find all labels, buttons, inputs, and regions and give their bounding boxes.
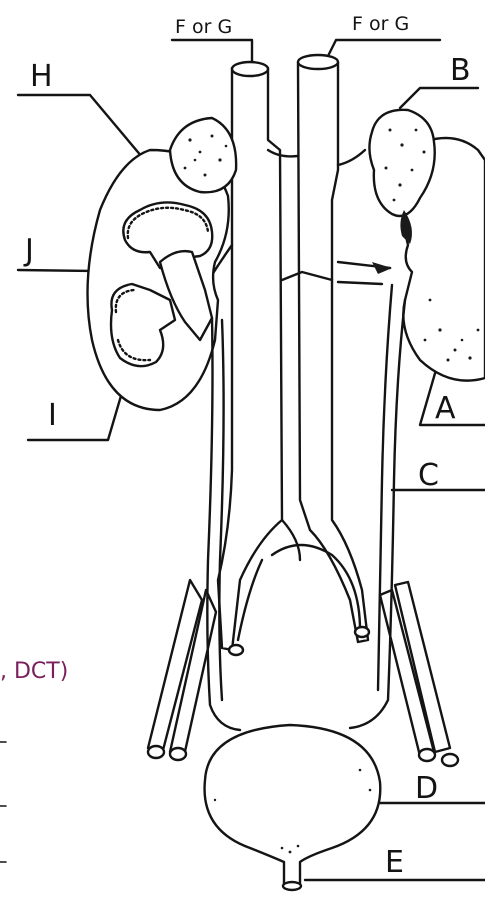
left-iliac-end-2 (170, 748, 186, 760)
right-renal-vein (338, 282, 382, 284)
margin-note: , DCT) (0, 659, 68, 684)
margin-marks (0, 742, 6, 862)
label-e: E (385, 845, 404, 880)
left-kidney (88, 118, 237, 410)
label-h: H (30, 59, 53, 94)
left-iliac-end-1 (148, 746, 164, 758)
label-c: C (418, 458, 439, 493)
urinary-bladder (205, 725, 381, 890)
label-a: A (435, 391, 456, 426)
label-f-or-g-right: F or G (352, 13, 409, 35)
label-d: D (415, 771, 438, 806)
vena-cava-top (232, 62, 268, 76)
bifurcation-center (282, 520, 300, 560)
right-vessel-end (355, 627, 369, 637)
right-iliac-end-1 (419, 749, 435, 761)
right-iliac-end-2 (442, 754, 458, 766)
leader-f-or-g-right (326, 40, 440, 60)
upper-branch-right (338, 150, 365, 165)
label-f-or-g-left: F or G (175, 16, 232, 38)
left-vessel-end (229, 645, 243, 655)
leader-b (400, 88, 478, 108)
renal-hilum-shadow (372, 262, 392, 274)
left-adrenal-gland (170, 118, 236, 192)
bladder-outline (205, 725, 381, 889)
label-j: J (23, 233, 34, 268)
aorta-top (298, 55, 338, 69)
label-b: B (450, 53, 471, 88)
label-i: I (48, 398, 57, 433)
great-vessels (210, 55, 392, 655)
urethra-opening (283, 882, 301, 890)
